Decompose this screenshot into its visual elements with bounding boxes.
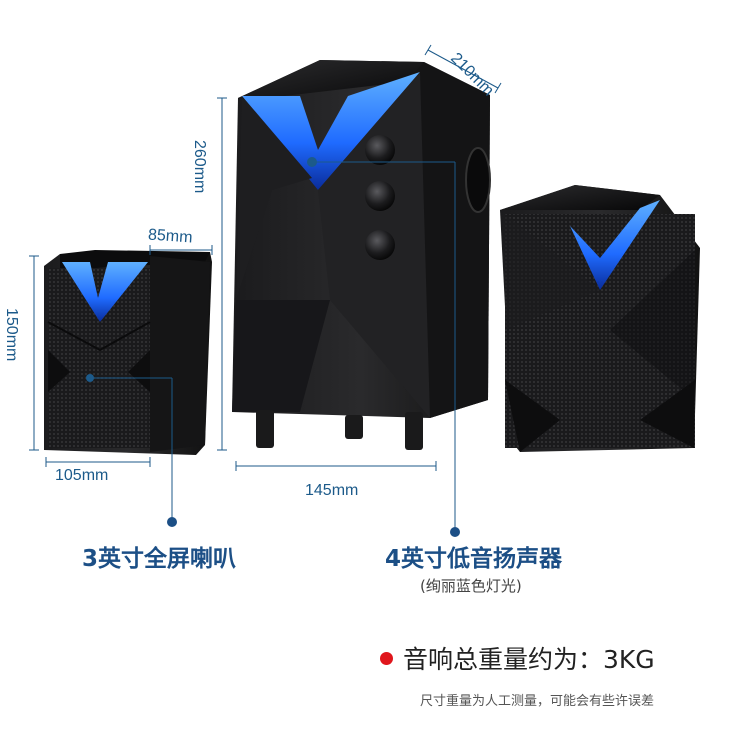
subwoofer	[232, 60, 491, 450]
satellite-speaker-label: 3英寸全屏喇叭	[82, 546, 237, 572]
left-speaker	[44, 250, 212, 455]
total-weight-text: 音响总重量约为：3KG	[403, 645, 655, 674]
sub-height-label: 260mm	[191, 140, 208, 194]
sub-width-label: 145mm	[305, 482, 359, 499]
right-speaker	[500, 185, 700, 452]
subwoofer-label: 4英寸低音扬声器	[385, 546, 563, 572]
small-width-label: 105mm	[55, 467, 109, 484]
bullet-dot	[380, 651, 393, 665]
measurement-footnote: 尺寸重量为人工测量，可能会有些许误差	[420, 694, 655, 709]
small-height-label: 150mm	[3, 308, 20, 362]
subwoofer-note: (绚丽蓝色灯光)	[420, 577, 522, 595]
dimension-lines	[29, 44, 502, 530]
total-weight: 音响总重量约为：3KG	[380, 640, 655, 676]
small-depth-label: 85mm	[147, 226, 194, 247]
